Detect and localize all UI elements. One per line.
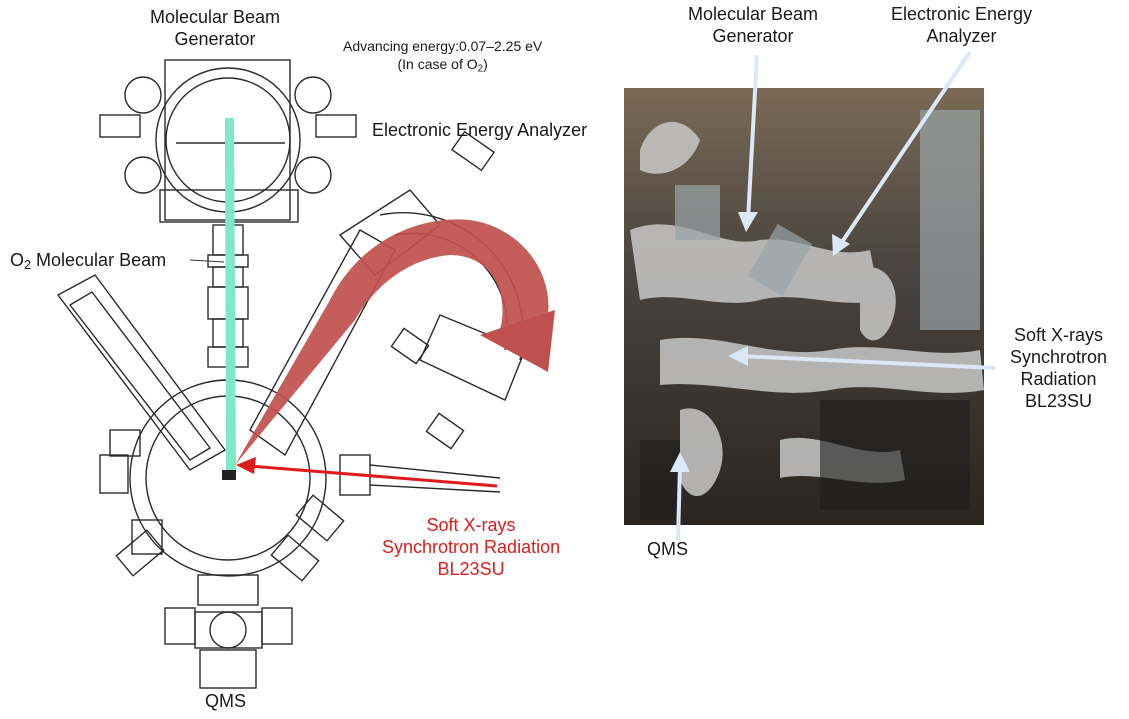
sample [222, 470, 236, 480]
qms-label: QMS [205, 691, 247, 711]
photo-xray-arrow [739, 354, 996, 370]
generator-label: Molecular Beam Generator [150, 7, 281, 49]
molecular-beam [225, 118, 236, 470]
photo-analyzer-label: Electronic Energy Analyzer [891, 4, 1033, 46]
rotation-arrow [235, 219, 549, 465]
analyzer-label: Electronic Energy Analyzer [372, 120, 588, 140]
photo-qms-arrow [676, 464, 682, 541]
xray-label: Soft X-rays Synchrotron Radiation BL23SU [382, 515, 561, 579]
photo-generator-label: Molecular Beam Generator [688, 4, 819, 46]
beam-label: O2 Molecular Beam [10, 250, 167, 273]
chamber-schematic [56, 59, 555, 689]
rotation-arrowhead [480, 310, 555, 372]
xray-arrow [249, 464, 498, 488]
beam-label-leader [189, 259, 225, 263]
photo-qms-label: QMS [647, 539, 689, 559]
xray-arrowhead [236, 457, 256, 474]
energy-note: Advancing energy:0.07–2.25 eV (In case o… [343, 38, 543, 75]
photo-analyzer-arrow [838, 50, 972, 247]
photo-xray-label: Soft X-rays Synchrotron Radiation BL23SU [1010, 325, 1108, 411]
photo-generator-arrow [746, 54, 759, 221]
